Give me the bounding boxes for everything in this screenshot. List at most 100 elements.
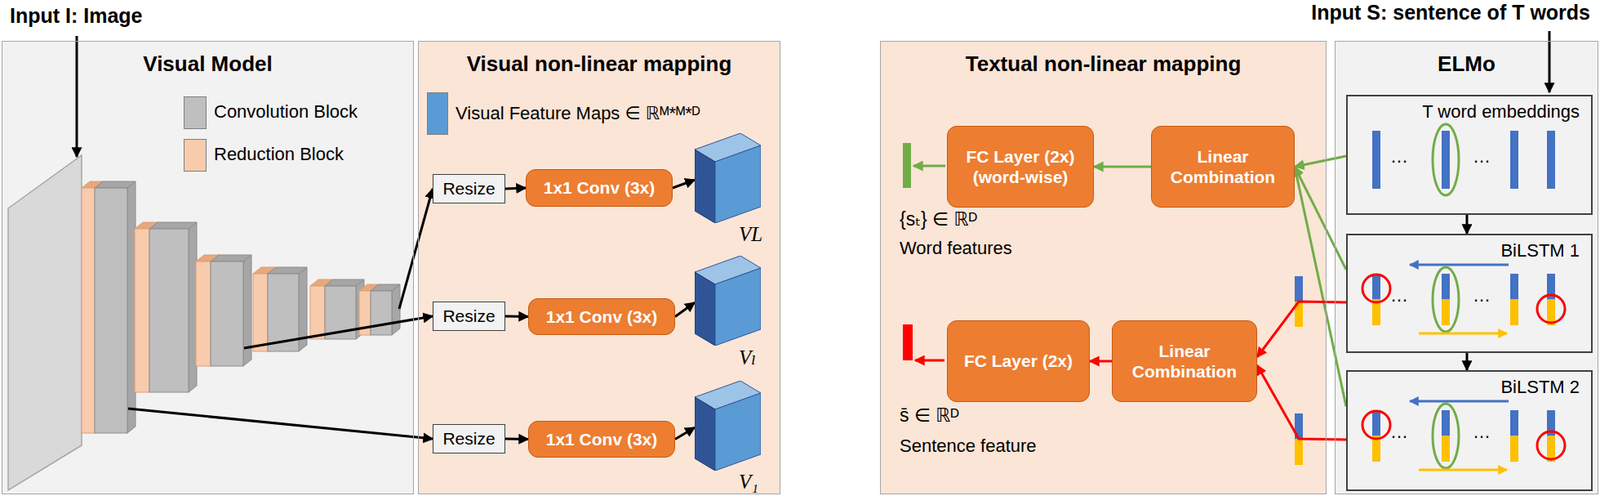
selection-ring: [1362, 410, 1391, 439]
word-feature-bar: [902, 142, 912, 188]
connector: [399, 188, 433, 309]
mapping-panel: Textual non-linear mapping FC Layer (2x) …: [880, 40, 1327, 494]
block-front: [94, 187, 128, 433]
cnn-blocks: [81, 181, 400, 433]
node-text: Vₗ: [738, 345, 756, 369]
cube-outline: [694, 133, 761, 223]
combination-box: Linear Combination: [1151, 125, 1295, 208]
legend-text: Visual Feature Maps ∈ ℝᴹ*ᴹ*ᴰ: [455, 102, 701, 125]
ellipsis: …: [1472, 146, 1491, 167]
connector: [672, 179, 695, 188]
cube-outline: [694, 255, 761, 346]
block-front: [310, 285, 325, 339]
block-side: [243, 254, 252, 366]
block-top: [94, 181, 136, 188]
node-text: ELMo: [1335, 51, 1598, 77]
connector: [244, 315, 433, 348]
ellipsis: …: [1472, 422, 1491, 442]
panel-fill: [417, 40, 781, 494]
connector: [1093, 165, 1152, 169]
vector-bar: [1441, 130, 1450, 189]
panel-fill: [1334, 40, 1599, 494]
node-text: 1x1 Conv (3x): [543, 177, 656, 198]
sentence-feature-bar: [902, 324, 913, 360]
node-text: FC Layer (2x): [964, 350, 1073, 371]
block-front: [195, 261, 211, 366]
panel-fill: [1, 40, 414, 494]
connector: [505, 187, 526, 189]
node-text: BiLSTM 2: [1359, 376, 1580, 398]
block-front: [134, 228, 150, 392]
combination-box: Linear Combination: [1111, 320, 1258, 402]
node-text: 1x1 Conv (3x): [546, 306, 658, 327]
concat-vector: [1294, 439, 1303, 466]
connector: [1465, 214, 1468, 234]
vector-bar: [1510, 435, 1519, 463]
connector: [1257, 301, 1347, 357]
box-fill: [1345, 232, 1592, 352]
input-image-slab: [8, 155, 82, 490]
bilstm-box: BiLSTM 2: [1346, 369, 1593, 491]
cube-outline: [694, 380, 761, 471]
vector-bar: [1372, 273, 1381, 300]
conv-box: 1x1 Conv (3x): [528, 420, 676, 458]
node-text: 1x1 Conv (3x): [546, 428, 658, 449]
node-text: Linear Combination: [1160, 146, 1286, 187]
node-text: V₁: [738, 470, 759, 494]
block-top: [370, 284, 400, 291]
connector: [1294, 155, 1347, 167]
block-top: [267, 266, 307, 274]
vector-bar: [1372, 130, 1381, 189]
resize-box: Resize: [432, 423, 506, 454]
node-text: Visual non-linear mapping: [418, 51, 780, 77]
node-text: Linear Combination: [1120, 340, 1249, 382]
backward-arrow: [1409, 400, 1509, 403]
block-top: [149, 222, 197, 229]
feature-map-cube: VL: [694, 133, 761, 223]
node-text: Textual non-linear mapping: [880, 51, 1326, 77]
vector-bar: [1510, 130, 1519, 189]
node-text: Resize: [442, 428, 495, 449]
selection-ring: [1432, 124, 1459, 196]
output-label: Word features: [899, 238, 1013, 258]
fc-box: FC Layer (2x): [946, 320, 1090, 402]
feature-map-cube: V₁: [694, 380, 761, 471]
connector: [1089, 360, 1112, 363]
forward-arrow: [1418, 468, 1507, 472]
input-arrow: [75, 35, 79, 157]
legend-swatch: [183, 96, 207, 129]
connector: [505, 437, 529, 441]
node-text: FC Layer (2x) (word-wise): [955, 146, 1085, 187]
block-front: [370, 290, 392, 335]
node-text: Visual Model: [2, 51, 414, 77]
node-text: T word embeddings: [1359, 101, 1580, 123]
output-label: Sentence feature: [899, 435, 1037, 456]
ellipsis: …: [1390, 146, 1409, 167]
box-fill: [1345, 93, 1592, 214]
bilstm-box: BiLSTM 1: [1346, 233, 1593, 353]
block-top: [210, 254, 252, 262]
connector: [1465, 352, 1468, 370]
vector-bar: [1441, 435, 1450, 463]
vector-bar: [1372, 409, 1381, 436]
vector-bar: [1441, 409, 1450, 436]
node-text: VL: [738, 222, 763, 246]
ellipsis: …: [1390, 285, 1409, 306]
node-text: BiLSTM 1: [1359, 240, 1580, 262]
vector-bar: [1546, 130, 1556, 189]
concat-vector: [1294, 275, 1303, 302]
fc-box: FC Layer (2x) (word-wise): [946, 125, 1094, 208]
vector-bar: [1510, 273, 1519, 300]
vector-bar: [1441, 273, 1450, 300]
connector: [505, 315, 529, 319]
selection-ring: [1537, 431, 1565, 459]
resize-box: Resize: [432, 301, 506, 331]
selection-ring: [1432, 403, 1459, 468]
ellipsis: …: [1472, 285, 1491, 306]
connector: [1257, 364, 1347, 440]
ellipsis: …: [1390, 422, 1409, 442]
selection-ring: [1537, 294, 1565, 323]
output-label: {sₜ} ∈ ℝᴰ: [899, 208, 978, 230]
